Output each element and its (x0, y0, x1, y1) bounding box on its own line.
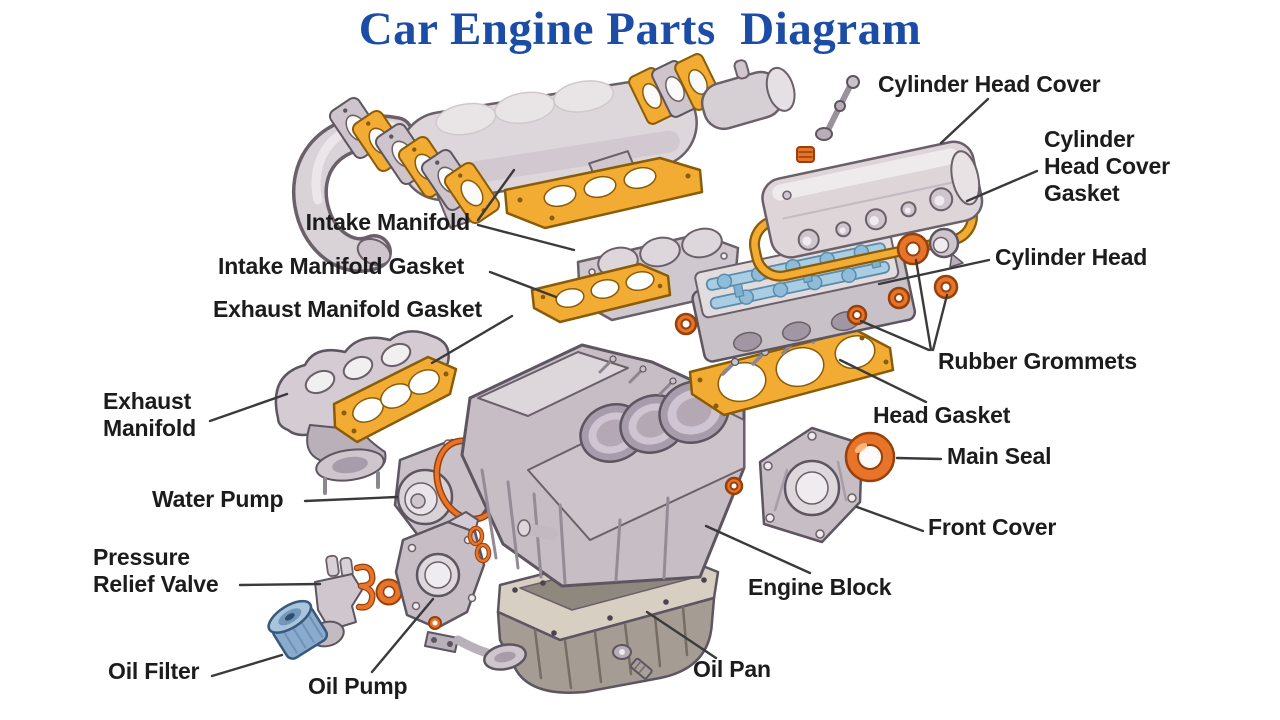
label-water-pump: Water Pump (152, 486, 284, 512)
label-cylinder-head: Cylinder Head (995, 244, 1148, 270)
intake-manifold-gasket-lower-art (530, 262, 672, 324)
label-front-cover: Front Cover (928, 514, 1057, 540)
throttle-body-art (628, 53, 796, 131)
leader-main-seal (895, 456, 943, 461)
label-engine-block: Engine Block (748, 574, 892, 600)
label-main-seal: Main Seal (947, 443, 1052, 469)
leader-rubber-grommet-2 (931, 293, 949, 352)
cover-bolt-art (796, 75, 860, 163)
cylinder-head-art (691, 231, 917, 363)
leader-cylinder-head (877, 258, 991, 286)
label-pressure-relief-valve: Pressure Relief Valve (93, 544, 219, 597)
oil-filter-art (267, 599, 329, 660)
label-oil-pan: Oil Pan (693, 656, 771, 682)
label-cylinder-head-cover: Cylinder Head Cover (878, 71, 1101, 97)
leader-pressure-relief-valve (238, 582, 322, 587)
leader-exhaust-manifold (208, 392, 289, 423)
leader-engine-block (704, 524, 812, 575)
head-gasket-art (688, 328, 895, 417)
leader-lines (208, 97, 1039, 678)
intake-flange-gaskets-art (328, 96, 501, 225)
leader-head-gasket (838, 358, 928, 404)
oil-pump-art (394, 511, 527, 671)
leader-oil-pump (370, 597, 435, 674)
engine-block-art (460, 343, 746, 588)
exhaust-manifold-art (274, 330, 450, 495)
cylinder-head-cover-art (761, 140, 984, 259)
label-exhaust-manifold-gasket: Exhaust Manifold Gasket (213, 296, 482, 322)
page-title: Car Engine Parts Diagram (358, 3, 922, 55)
leader-water-pump (303, 495, 399, 503)
leader-cylinder-head-cover-gasket (965, 169, 1039, 203)
front-cover-art (758, 426, 864, 544)
small-seals-art (674, 312, 744, 496)
leader-oil-filter (210, 653, 284, 678)
leader-rubber-grommet-1 (914, 258, 933, 352)
leader-exhaust-manifold-gasket (430, 314, 514, 365)
label-rubber-grommets: Rubber Grommets (938, 348, 1137, 374)
leader-cylinder-head-cover (939, 97, 990, 145)
rubber-grommets-art (846, 232, 959, 326)
label-oil-pump: Oil Pump (308, 673, 408, 699)
main-seal-art (844, 431, 896, 483)
leader-front-cover (855, 505, 925, 533)
leader-oil-pan (645, 610, 718, 660)
exhaust-manifold-gasket-art (332, 355, 458, 444)
leader-intake-manifold-b (476, 223, 576, 252)
oil-pan-drain-bolt-art (612, 644, 653, 680)
leader-rubber-grommet-3 (859, 319, 931, 352)
leader-intake-manifold-gasket (488, 270, 558, 299)
intake-manifold-art (292, 53, 796, 273)
intake-manifold-gasket-upper-art (503, 156, 704, 230)
leader-intake-manifold-a (476, 168, 516, 222)
label-cylinder-head-cover-gasket: Cylinder Head Cover Gasket (1044, 126, 1170, 206)
label-oil-filter: Oil Filter (108, 658, 200, 684)
round-flange-part-art (928, 227, 964, 268)
label-head-gasket: Head Gasket (873, 402, 1011, 428)
label-intake-manifold-gasket: Intake Manifold Gasket (218, 253, 465, 279)
label-exhaust-manifold: Exhaust Manifold (103, 388, 196, 441)
label-intake-manifold: Intake Manifold (305, 209, 471, 235)
